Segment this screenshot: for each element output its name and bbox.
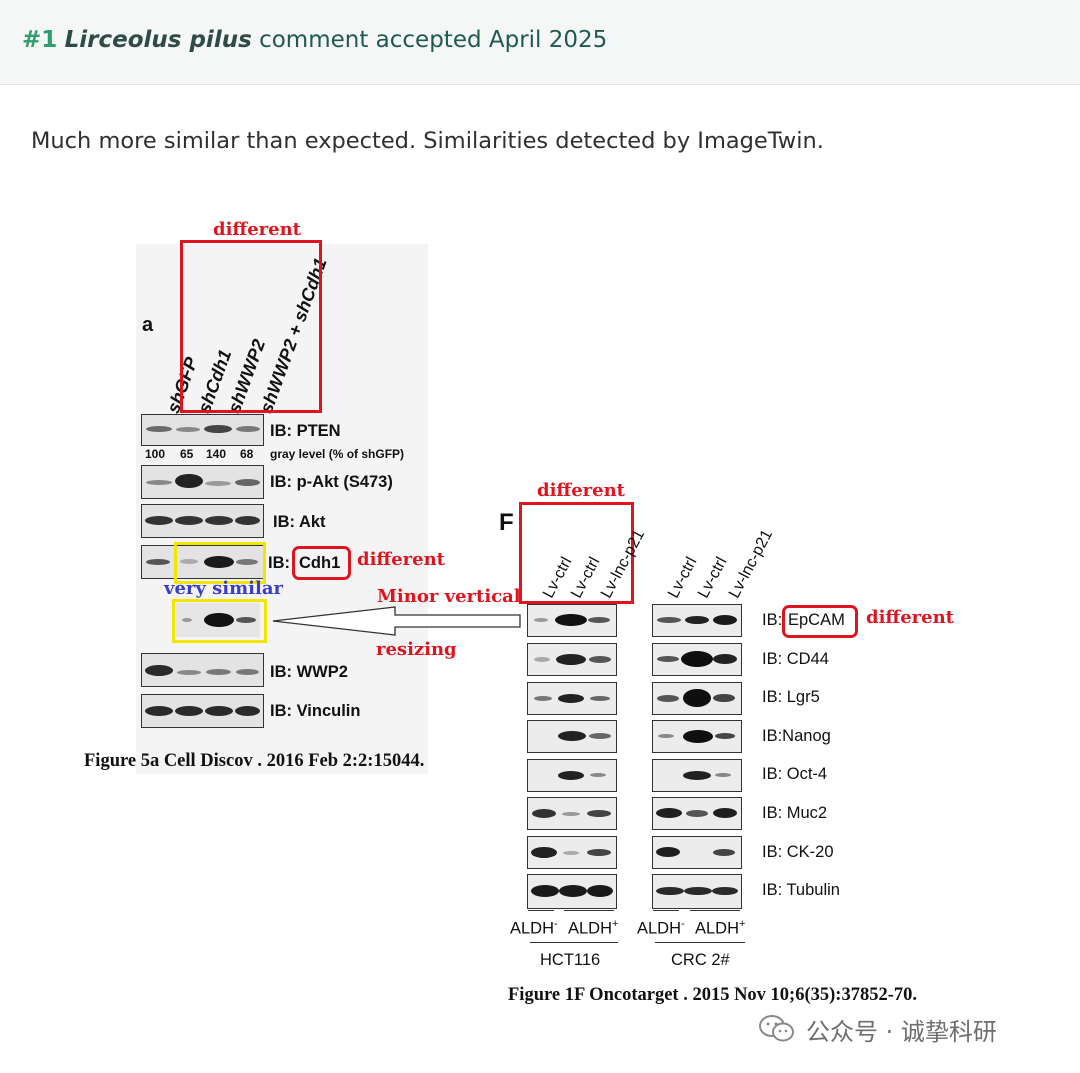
right-row-label: IB: — [762, 611, 783, 629]
arrow-icon — [272, 606, 521, 636]
cell-line-label: HCT116 — [540, 951, 601, 969]
blot-crc2-tubulin — [652, 874, 742, 909]
blot-wwp2 — [141, 653, 264, 687]
blot-crc2-nanog — [652, 720, 742, 753]
right-lane-red-box — [519, 502, 634, 604]
right-row-label: IB: Muc2 — [762, 804, 828, 822]
gray-value: 100 — [145, 447, 166, 461]
blot-crc2-muc2 — [652, 797, 742, 830]
yellow-box-cdh1 — [174, 542, 266, 584]
blot-cdh1 — [141, 545, 264, 579]
comment-number: #1 — [22, 27, 58, 53]
left-panel-letter: a — [142, 314, 154, 336]
comment-status: comment accepted April 2025 — [259, 27, 608, 53]
watermark-text: 公众号 · 诚挚科研 — [806, 1018, 997, 1046]
aldh-text: ALDH — [637, 919, 682, 938]
red-box-epcam — [782, 605, 858, 638]
right-row-label: IB: CD44 — [762, 650, 829, 668]
left-different-label: different — [213, 219, 301, 240]
blot-hct116-ck20 — [527, 836, 617, 869]
aldh-pos-label: ALDH+ — [695, 918, 745, 939]
aldh-bracket — [690, 910, 740, 911]
epcam-label: EpCAM — [788, 611, 845, 629]
yellow-box-crop — [172, 599, 267, 643]
cdh1-label: Cdh1 — [299, 554, 341, 572]
cell-line-divider — [530, 942, 618, 943]
gray-value: 140 — [206, 447, 227, 461]
right-row-label: IB: CK-20 — [762, 843, 834, 861]
pos-sign: + — [612, 918, 619, 930]
left-row-label: IB: Akt — [273, 513, 326, 531]
blot-hct116-lgr5 — [527, 682, 617, 715]
very-similar-label: very similar — [164, 578, 283, 599]
author-link[interactable]: Lirceolus pilus — [64, 27, 252, 53]
gray-level-caption: gray level (% of shGFP) — [270, 447, 405, 461]
left-row-label: IB: WWP2 — [270, 663, 348, 681]
left-lane-red-box — [180, 240, 322, 413]
blot-crc2-ck20 — [652, 836, 742, 869]
right-figure-caption: Figure 1F Oncotarget . 2015 Nov 10;6(35)… — [508, 985, 917, 1005]
blot-akt — [141, 504, 264, 538]
comment-header: #1 Lirceolus pilus comment accepted Apri… — [0, 0, 1080, 85]
cell-line-label: CRC 2# — [671, 951, 730, 969]
blot-pakt — [141, 465, 264, 499]
red-box-cdh1 — [292, 546, 351, 580]
aldh-bracket — [564, 910, 614, 911]
right-different-label: different — [537, 480, 625, 501]
gray-value: 65 — [180, 447, 194, 461]
blot-hct116-epcam — [527, 604, 617, 637]
blot-hct116-muc2 — [527, 797, 617, 830]
cdh1-different-label: different — [357, 549, 445, 570]
gray-value: 68 — [240, 447, 254, 461]
wechat-icon — [759, 1015, 794, 1042]
left-row-label: IB: Vinculin — [270, 702, 361, 720]
right-row-label: IB:Nanog — [762, 727, 831, 745]
aldh-neg-label: ALDH- — [637, 918, 685, 939]
pos-sign: + — [739, 918, 746, 930]
resizing-label: resizing — [376, 639, 457, 660]
blot-crc2-oct4 — [652, 759, 742, 792]
blot-hct116-cd44 — [527, 643, 617, 676]
aldh-bracket — [653, 910, 679, 911]
aldh-text: ALDH — [695, 919, 740, 938]
neg-sign: - — [681, 918, 685, 930]
right-row-label: IB: Oct-4 — [762, 765, 828, 783]
blot-vinculin — [141, 694, 264, 728]
left-row-label: IB: — [268, 554, 290, 572]
aldh-pos-label: ALDH+ — [568, 918, 618, 939]
comment-body: Much more similar than expected. Similar… — [31, 128, 824, 154]
cell-line-divider — [655, 942, 745, 943]
comparison-image: different a shGFP shCdh1 shWWP2 shWWP2 +… — [0, 200, 1080, 1073]
header-text: #1 Lirceolus pilus comment accepted Apri… — [22, 27, 607, 53]
blot-hct116-nanog — [527, 720, 617, 753]
blot-crc2-cd44 — [652, 643, 742, 676]
left-figure-caption: Figure 5a Cell Discov . 2016 Feb 2:2:150… — [84, 751, 425, 771]
blot-hct116-tubulin — [527, 874, 617, 909]
aldh-text: ALDH — [568, 919, 613, 938]
right-row-label: IB: Tubulin — [762, 881, 840, 899]
minor-vertical-label: Minor vertical — [377, 586, 521, 607]
right-row-label: IB: Lgr5 — [762, 688, 820, 706]
blot-hct116-oct4 — [527, 759, 617, 792]
blot-crc2-lgr5 — [652, 682, 742, 715]
right-panel-letter: F — [499, 509, 514, 536]
left-row-label: IB: PTEN — [270, 422, 341, 440]
aldh-text: ALDH — [510, 919, 555, 938]
crop-strip — [176, 603, 260, 637]
neg-sign: - — [554, 918, 558, 930]
blot-crc2-epcam — [652, 604, 742, 637]
left-row-label: IB: p-Akt (S473) — [270, 473, 393, 491]
aldh-bracket — [528, 910, 554, 911]
blot-pten — [141, 414, 264, 446]
epcam-different-label: different — [866, 607, 954, 628]
aldh-neg-label: ALDH- — [510, 918, 558, 939]
